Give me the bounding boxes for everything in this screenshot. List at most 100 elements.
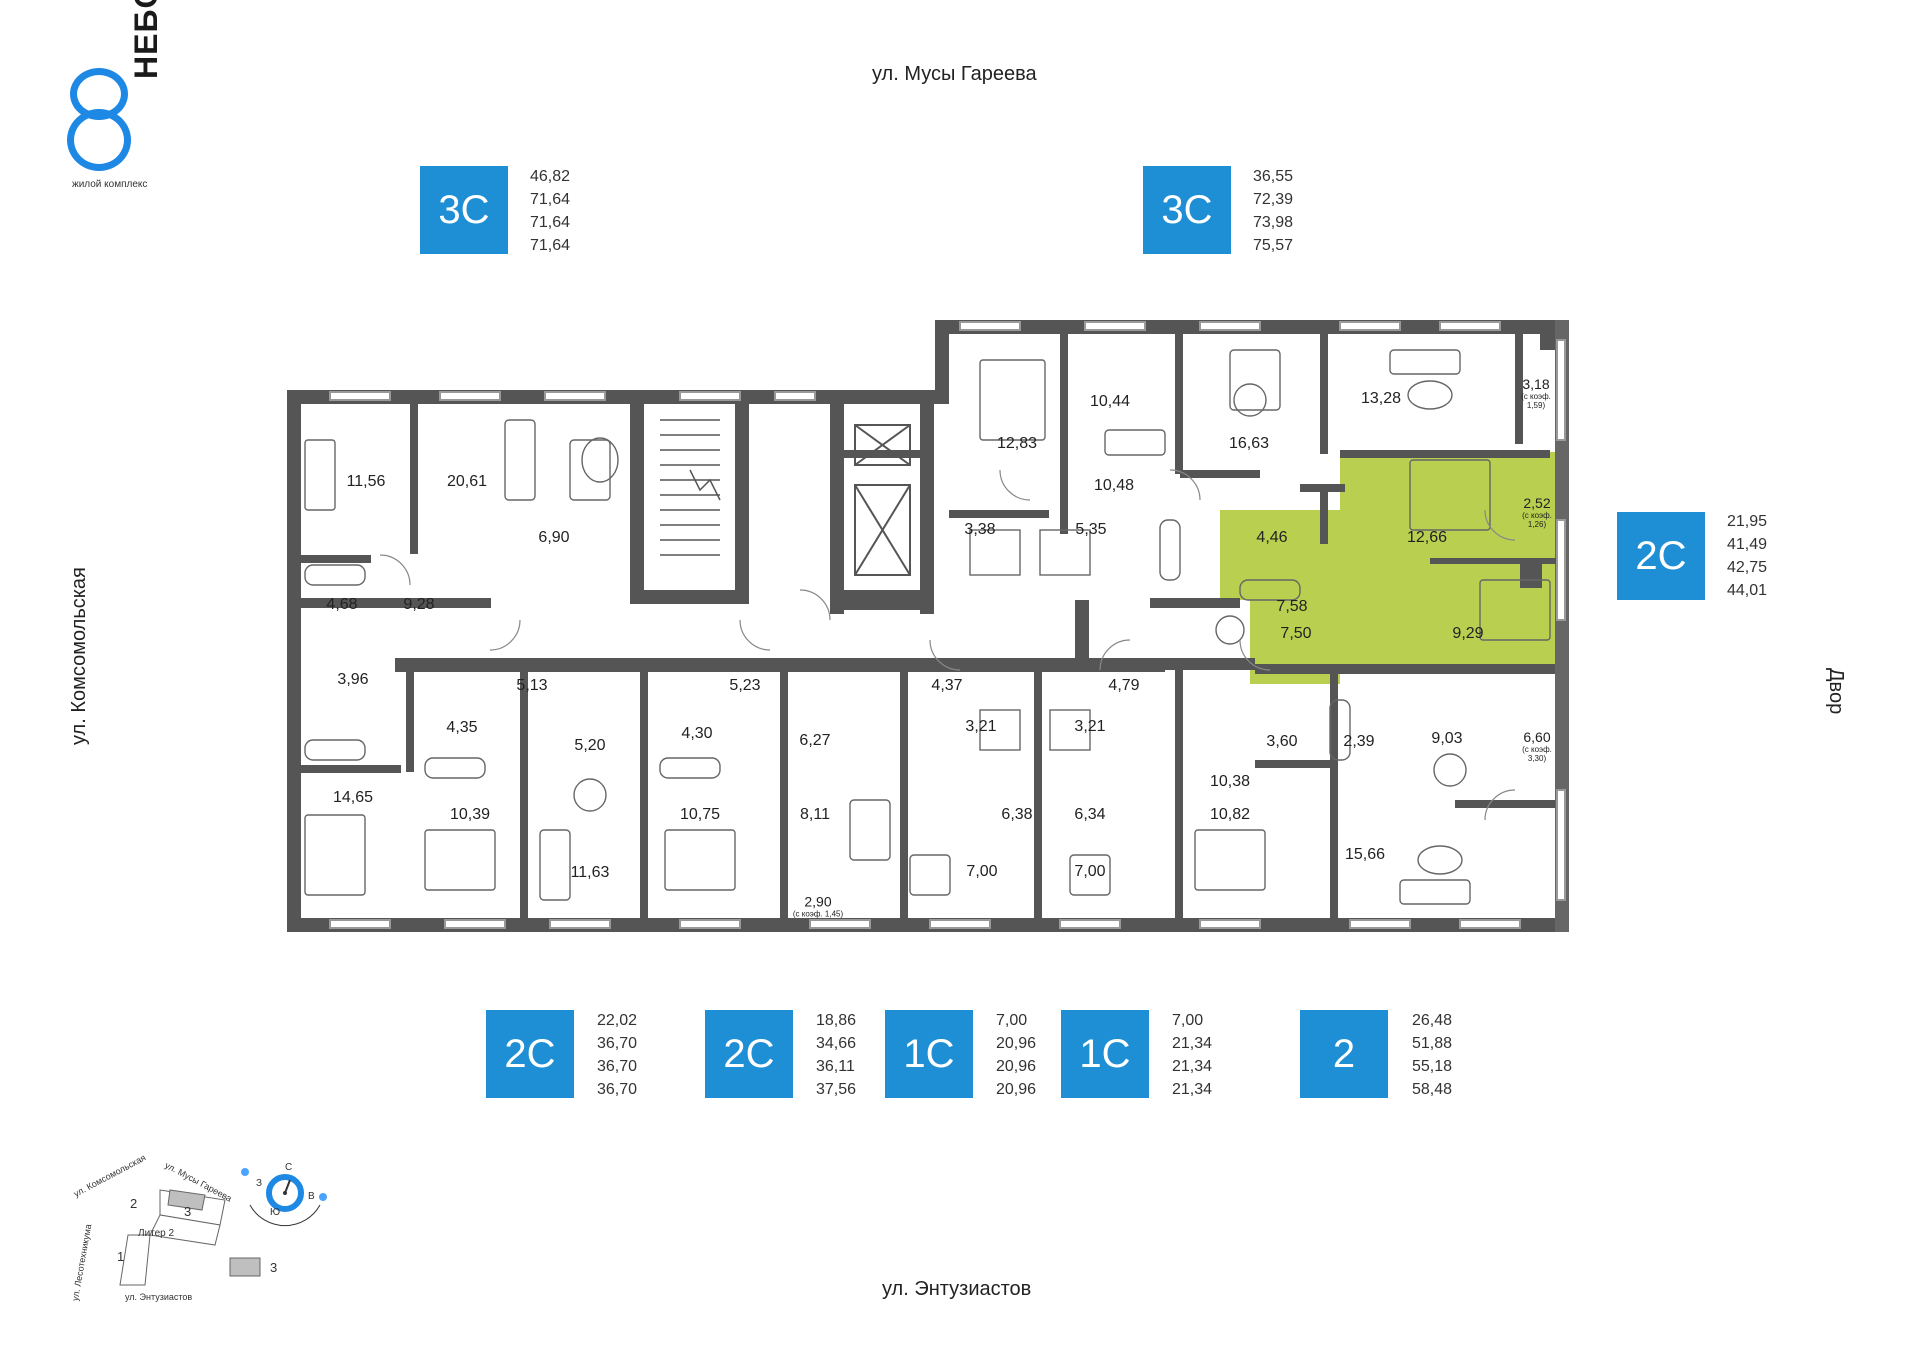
room-area: 3,18 (1522, 376, 1550, 392)
doors (379, 469, 1516, 821)
room-area: 3,38 (964, 521, 996, 538)
room-area: 7,58 (1276, 598, 1308, 615)
room-area: 4,79 (1108, 677, 1140, 694)
room-area: 8,11 (800, 806, 830, 823)
room-area: 10,44 (1089, 393, 1131, 410)
room-area: 2,90 (804, 893, 832, 910)
street-top: ул. Мусы Гареева (872, 63, 1037, 85)
minimap-building-3 (167, 1189, 206, 1211)
room-area: 5,23 (729, 677, 761, 694)
apartment-badge-2c-right[interactable]: 2С (1617, 512, 1705, 600)
room-area: 10,48 (1093, 477, 1135, 494)
apartment-badge-3c-right[interactable]: 3С (1143, 166, 1231, 254)
room-area: 9,29 (1452, 625, 1484, 642)
room-area: 5,20 (574, 737, 606, 754)
room-area: 13,28 (1360, 390, 1402, 407)
room-area: 3,96 (337, 671, 369, 688)
room-area: 16,63 (1228, 435, 1270, 452)
room-area: 10,39 (449, 806, 491, 823)
windows (329, 321, 1566, 929)
room-area: 11,63 (570, 864, 610, 881)
logo-subtitle: жилой комплекс (72, 179, 148, 190)
apartment-badge-2c-a[interactable]: 2С (486, 1010, 574, 1098)
room-area: 7,00 (1074, 863, 1106, 880)
apartment-badge-1c-a[interactable]: 1С (885, 1010, 973, 1098)
logo-ring-bottom (67, 109, 131, 171)
room-area: 2,39 (1343, 733, 1375, 750)
room-area: 6,34 (1074, 806, 1106, 823)
minimap-legend-label: 3 (270, 1260, 278, 1275)
room-coef-value: 3,30) (1527, 754, 1547, 763)
room-area: 10,38 (1209, 773, 1251, 790)
room-area: 9,28 (403, 596, 435, 613)
room-area: 6,60 (1523, 729, 1551, 745)
compass-west: З (256, 1178, 263, 1189)
room-area: 12,66 (1406, 529, 1448, 546)
compass-east: В (308, 1191, 315, 1202)
room-area-coef: 2,52 (с коэф. 1,26) (1522, 495, 1552, 529)
apartment-badge-3c-left[interactable]: 3С (420, 166, 508, 254)
room-area: 11,56 (346, 473, 386, 490)
room-area-coef: 2,90 (с коэф. 1,45) (793, 894, 843, 919)
minimap-building-1: 1 (117, 1249, 125, 1264)
room-area: 3,60 (1266, 733, 1298, 750)
room-area: 6,38 (1001, 806, 1033, 823)
room-area: 14,65 (332, 789, 374, 806)
apartment-badge-2[interactable]: 2 (1300, 1010, 1388, 1098)
compass-ring (266, 1174, 304, 1212)
room-area: 7,50 (1280, 625, 1312, 642)
room-area: 5,35 (1075, 521, 1107, 538)
room-area: 2,52 (1523, 495, 1551, 511)
apartment-badge-2c-b[interactable]: 2С (705, 1010, 793, 1098)
room-area: 20,61 (446, 473, 488, 490)
minimap-legend-swatch (229, 1257, 261, 1277)
compass-south: Ю (270, 1207, 281, 1218)
room-area-coef: 6,60 (с коэф. 3,30) (1522, 729, 1552, 763)
room-area: 15,66 (1344, 846, 1386, 863)
room-area: 6,90 (538, 529, 570, 546)
minimap-building-3-label: 3 (184, 1204, 192, 1219)
room-area: 5,13 (516, 677, 548, 694)
room-coef: (с коэф. 1,45) (792, 909, 844, 919)
staircase (660, 419, 721, 556)
room-area: 4,30 (681, 725, 713, 742)
room-coef-value: 1,59) (1526, 401, 1546, 410)
room-area: 4,37 (931, 677, 963, 694)
room-coef: (с коэф. (1522, 511, 1552, 520)
room-area: 4,46 (1256, 529, 1288, 546)
room-area: 3,21 (965, 718, 997, 735)
room-area: 6,27 (799, 732, 831, 749)
room-area: 7,00 (966, 863, 998, 880)
minimap-drawing (119, 1168, 327, 1286)
minimap-street-entuziastov: ул. Энтузиастов (125, 1292, 193, 1302)
highlighted-apartment[interactable] (1220, 452, 1560, 684)
apartment-badge-1c-b[interactable]: 1С (1061, 1010, 1149, 1098)
minimap-litera: Литер 2 (138, 1228, 175, 1239)
elevators (854, 424, 911, 576)
room-area: 3,21 (1074, 718, 1106, 735)
furniture (304, 349, 1551, 905)
room-area: 10,75 (679, 806, 721, 823)
room-coef: (с коэф. (1522, 745, 1552, 754)
compass-north: С (285, 1162, 293, 1173)
room-area: 9,03 (1431, 730, 1463, 747)
room-area: 4,35 (446, 719, 478, 736)
room-area: 12,83 (996, 435, 1038, 452)
room-area-coef: 3,18 (с коэф. 1,59) (1521, 376, 1551, 410)
room-area: 10,82 (1209, 806, 1251, 823)
room-area: 4,68 (326, 596, 358, 613)
room-coef-value: 1,26) (1527, 520, 1547, 529)
minimap-building-2: 2 (130, 1196, 138, 1211)
room-coef: (с коэф. (1521, 392, 1551, 401)
bathrooms (304, 519, 1351, 779)
street-bottom: ул. Энтузиастов (882, 1278, 1032, 1300)
